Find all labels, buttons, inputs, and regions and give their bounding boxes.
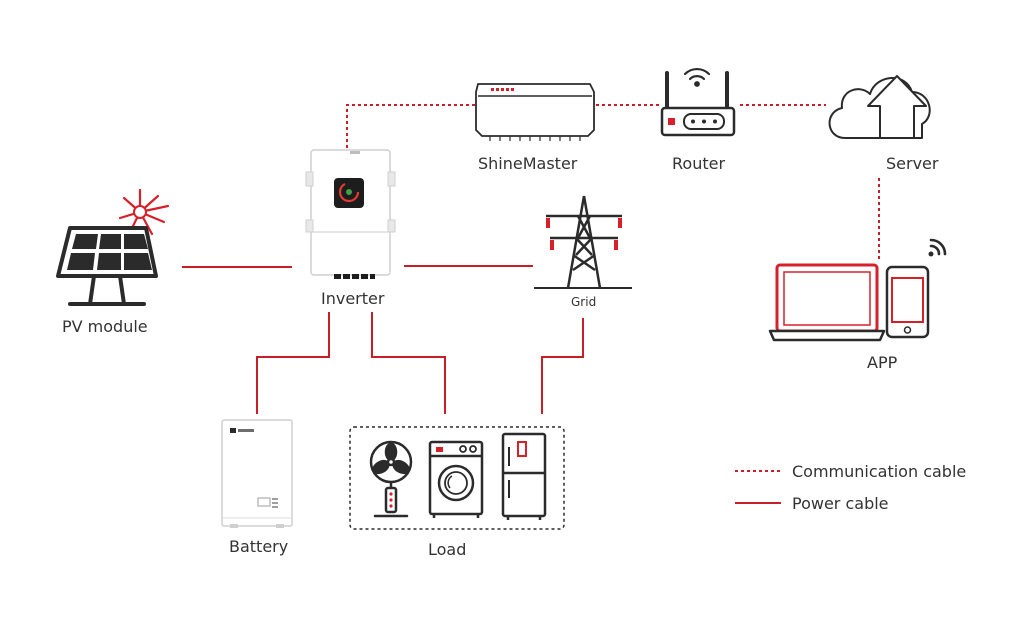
fan-icon bbox=[369, 440, 413, 518]
shinemaster-icon bbox=[475, 83, 595, 141]
grid-label: Grid bbox=[571, 295, 597, 309]
legend bbox=[735, 470, 781, 504]
refrigerator-icon bbox=[501, 432, 547, 520]
laptop-phone-icon bbox=[768, 238, 947, 342]
server-label: Server bbox=[886, 154, 939, 173]
wifi-signal-icon bbox=[928, 238, 947, 257]
battery-label: Battery bbox=[229, 537, 289, 556]
inverter-icon bbox=[305, 149, 396, 279]
washing-machine-icon bbox=[428, 440, 484, 518]
cloud-upload-icon bbox=[828, 75, 931, 139]
communication-cables bbox=[346, 104, 880, 262]
power-tower-icon bbox=[534, 195, 632, 289]
load-label: Load bbox=[428, 540, 467, 559]
legend-power-label: Power cable bbox=[792, 494, 889, 513]
pv-module-label: PV module bbox=[62, 317, 148, 336]
power-cables bbox=[182, 265, 584, 414]
power-cable-inverter-load bbox=[371, 312, 446, 414]
router-icon bbox=[660, 67, 736, 137]
comm-cable-inverter-shinemaster bbox=[346, 104, 476, 148]
app-label: APP bbox=[867, 353, 898, 372]
pv-module-icon bbox=[56, 188, 170, 306]
power-cable-inverter-battery bbox=[256, 312, 330, 414]
legend-communication-label: Communication cable bbox=[792, 462, 967, 481]
router-label: Router bbox=[672, 154, 726, 173]
power-cable-grid-load bbox=[541, 318, 584, 414]
shinemaster-label: ShineMaster bbox=[478, 154, 578, 173]
appliances-icon bbox=[349, 426, 565, 530]
battery-icon bbox=[221, 419, 293, 528]
inverter-label: Inverter bbox=[321, 289, 385, 308]
